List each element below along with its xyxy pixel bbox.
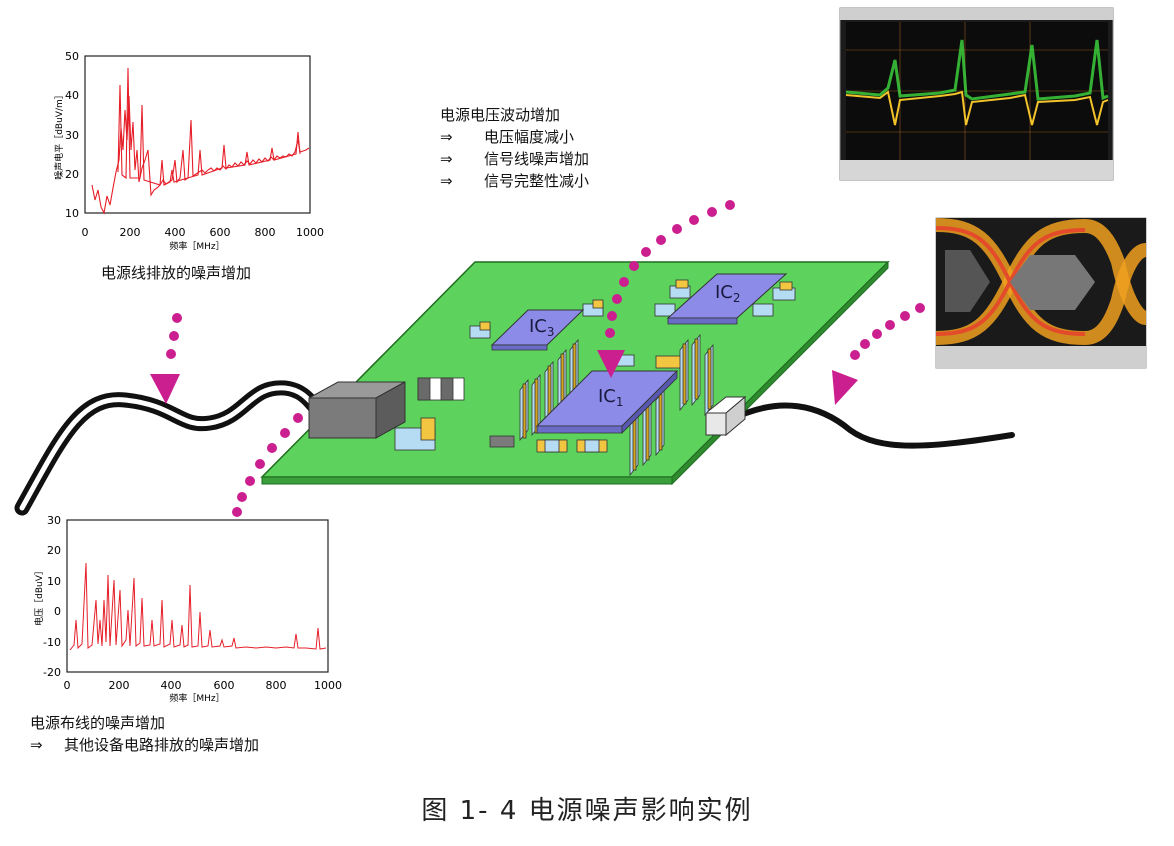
- voltage-effect-item: ⇒信号完整性减小: [440, 172, 590, 190]
- bottom-x-tick-800: 800: [266, 679, 287, 692]
- top-x-tick-0: 0: [82, 226, 89, 239]
- top-x-tick-600: 600: [210, 226, 231, 239]
- implies-arrow: ⇒: [440, 150, 453, 168]
- bottom-chart-x-label: 频率［MHz］: [169, 692, 224, 704]
- arrow-to-cable: [150, 313, 182, 404]
- bottom-x-tick-400: 400: [161, 679, 182, 692]
- signal-connector: [704, 395, 747, 437]
- oscilloscope-waveform-image: [839, 7, 1114, 181]
- voltage-effect-item: ⇒电压幅度减小: [440, 128, 575, 146]
- voltage-effects-title: 电源电压波动增加: [440, 106, 561, 124]
- implies-arrow: ⇒: [30, 736, 43, 754]
- implies-arrow: ⇒: [440, 172, 453, 190]
- bottom-noise-trace: [69, 562, 327, 651]
- ic2-chip: [666, 273, 788, 325]
- top-x-tick-800: 800: [255, 226, 276, 239]
- top-x-tick-1000: 1000: [296, 226, 324, 239]
- figure-caption: 图 1- 4 电源噪声影响实例: [421, 796, 753, 826]
- ic1-label: IC1: [598, 386, 624, 409]
- signal-cable-right: [727, 402, 1015, 449]
- top-chart-x-ticks: 0 200 400 600 800 1000: [82, 226, 325, 239]
- top-y-tick-20: 20: [65, 168, 79, 181]
- smd-components: [394, 279, 796, 453]
- power-cable-left: [14, 380, 326, 516]
- ic3-label: IC3: [529, 316, 555, 339]
- bottom-y-tick-20: 20: [47, 544, 61, 557]
- voltage-effect-item: ⇒信号线噪声增加: [440, 150, 590, 168]
- bottom-y-tick-0: 0: [54, 605, 61, 618]
- bottom-x-tick-1000: 1000: [314, 679, 342, 692]
- implies-arrow: ⇒: [440, 128, 453, 146]
- top-y-tick-40: 40: [65, 89, 79, 102]
- top-y-tick-50: 50: [65, 50, 79, 63]
- bottom-x-tick-600: 600: [214, 679, 235, 692]
- top-y-tick-30: 30: [65, 129, 79, 142]
- bottom-chart-frame: [66, 519, 329, 673]
- bottom-y-tick-m20: -20: [43, 666, 61, 679]
- bottom-chart-y-ticks: -20 -10 0 10 20 30: [43, 514, 61, 679]
- top-chart-x-label: 频率［MHz］: [169, 240, 224, 252]
- ic3-chip: [490, 309, 585, 351]
- eye-diagram-image: [935, 217, 1148, 369]
- bottom-y-tick-m10: -10: [43, 636, 61, 649]
- top-x-tick-400: 400: [165, 226, 186, 239]
- top-chart-frame: [84, 55, 311, 214]
- arrow-to-bottom-chart: [232, 413, 303, 517]
- bottom-y-tick-10: 10: [47, 575, 61, 588]
- top-spectrum-chart: 10 20 30 40 50 0 200 400 600 800 1000 频率…: [53, 50, 324, 252]
- top-x-tick-200: 200: [120, 226, 141, 239]
- voltage-effects-list: 电源电压波动增加 ⇒电压幅度减小 ⇒信号线噪声增加 ⇒信号完整性减小: [440, 104, 589, 192]
- top-noise-peaks: [117, 67, 301, 186]
- top-chart-caption: 电源线排放的噪声增加: [101, 264, 252, 282]
- arrow-to-signal-cable: [832, 303, 925, 405]
- bottom-x-tick-0: 0: [64, 679, 71, 692]
- top-chart-y-label: 噪声电平［dBuV/m］: [53, 90, 65, 180]
- bottom-y-tick-30: 30: [47, 514, 61, 527]
- bottom-chart-x-ticks: 0 200 400 600 800 1000: [64, 679, 343, 692]
- bottom-caption-line1: 电源布线的噪声增加: [30, 714, 166, 732]
- power-connector: [308, 381, 406, 439]
- top-chart-y-ticks: 10 20 30 40 50: [65, 50, 79, 220]
- bottom-spectrum-chart: -20 -10 0 10 20 30 0 200 400 600 800 100…: [33, 514, 342, 704]
- bottom-chart-y-label: 电压［dBuV］: [33, 566, 45, 626]
- ic2-label: IC2: [715, 282, 741, 305]
- arrow-to-ic1: [597, 200, 735, 378]
- bottom-chart-caption: 电源布线的噪声增加 ⇒其他设备电路排放的噪声增加: [30, 712, 259, 756]
- ic1-chip: [535, 370, 679, 434]
- top-y-tick-10: 10: [65, 207, 79, 220]
- bottom-x-tick-200: 200: [109, 679, 130, 692]
- bottom-caption-line2: ⇒其他设备电路排放的噪声增加: [30, 736, 260, 754]
